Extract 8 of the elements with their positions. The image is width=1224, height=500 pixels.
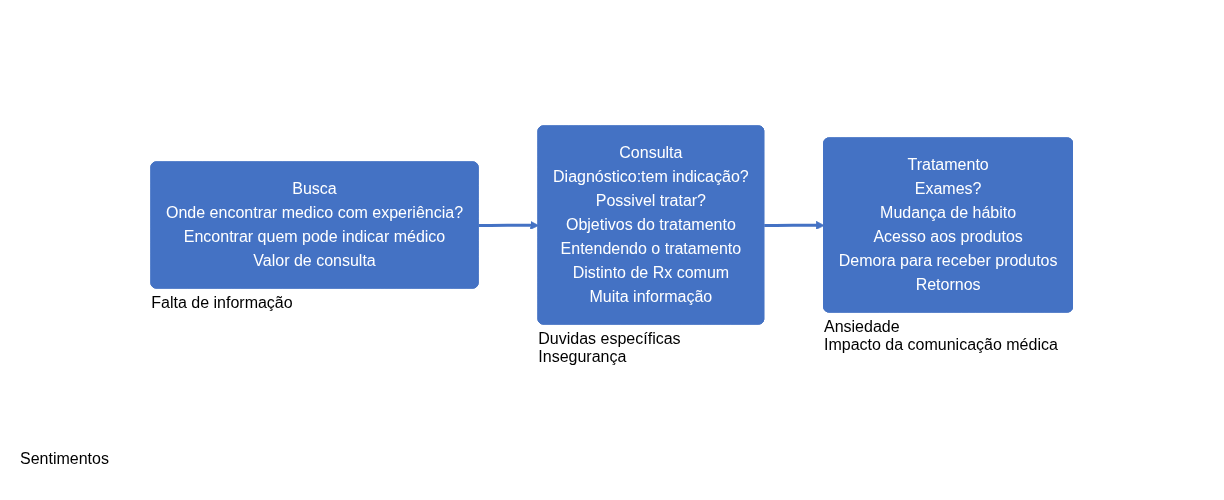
arrow: [478, 220, 540, 230]
arrow: [764, 220, 825, 230]
feeling-note: Ansiedade: [823, 318, 901, 336]
feeling-note: Falta de informação: [151, 294, 293, 312]
feeling-note: Impacto da comunicação médica: [823, 336, 1058, 354]
feeling-note: Duvidas específicas: [538, 330, 681, 348]
feeling-note: Insegurança: [538, 348, 628, 366]
row-label: Sentimentos: [20, 450, 110, 468]
